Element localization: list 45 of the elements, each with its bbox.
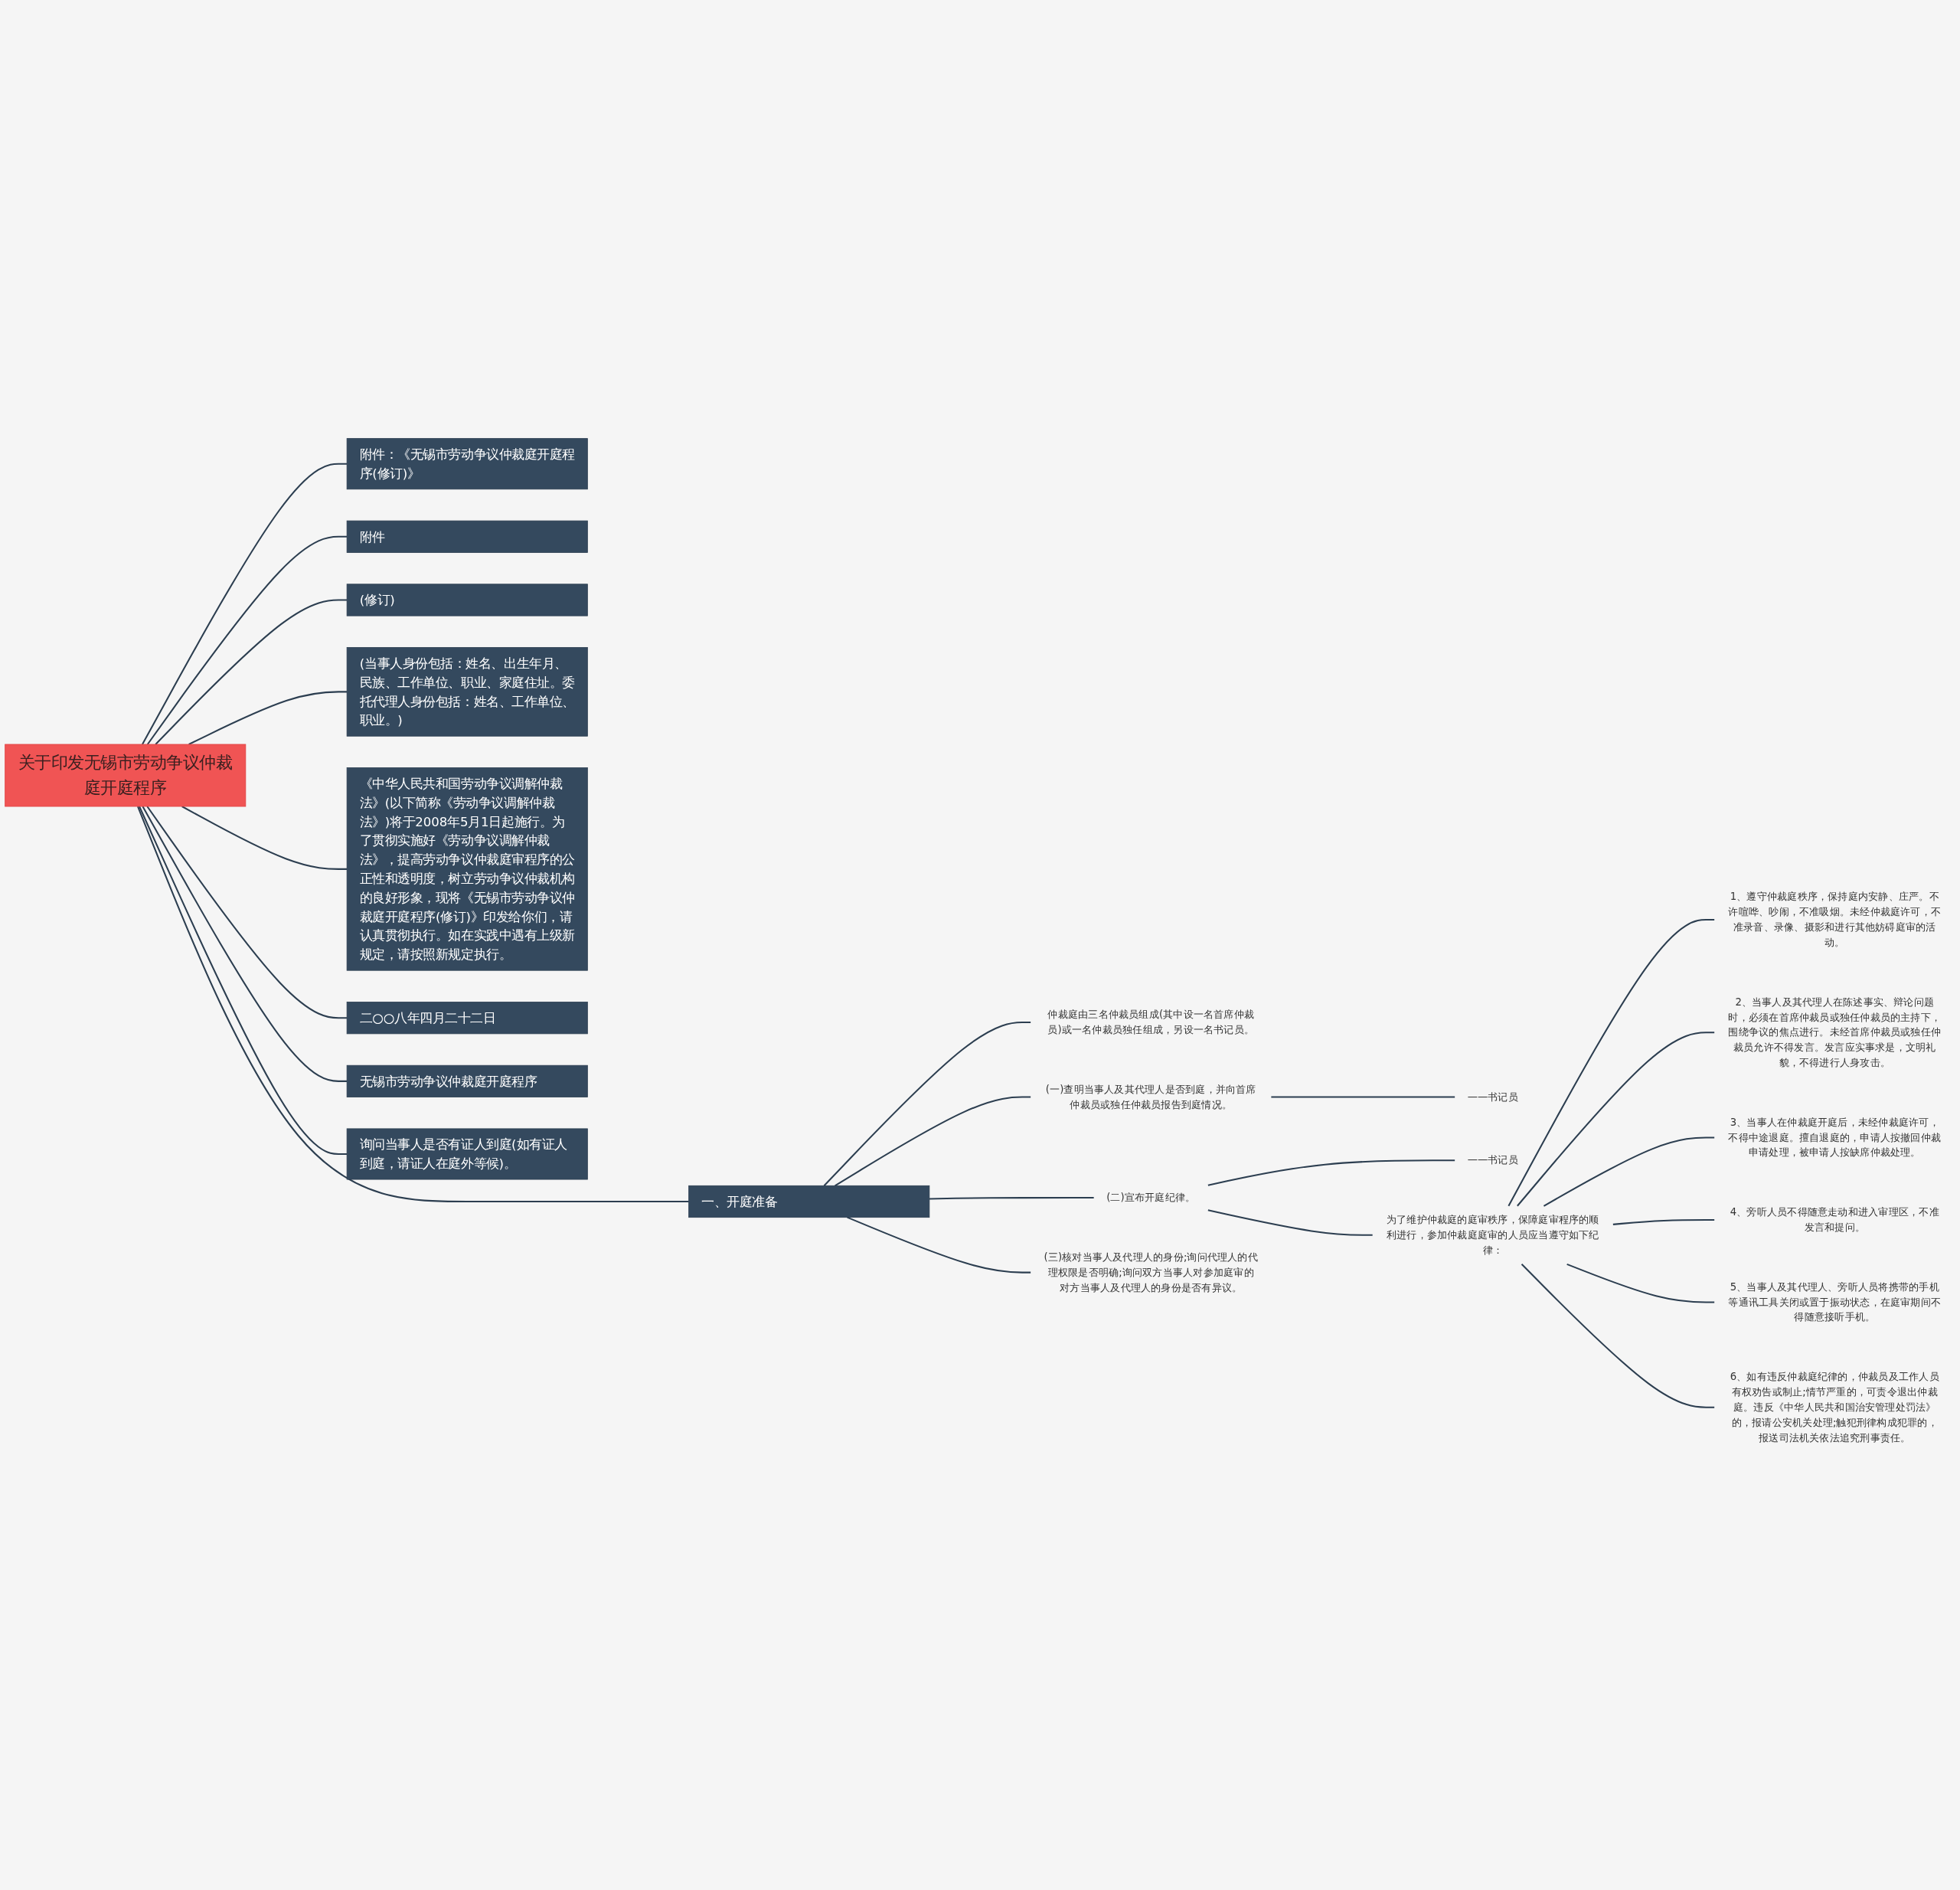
connector <box>1612 1218 1715 1225</box>
connector <box>1207 1209 1373 1236</box>
connector <box>146 535 348 745</box>
connector <box>929 1196 1094 1200</box>
node-box: 附件 <box>346 520 588 553</box>
connector <box>1517 1032 1715 1207</box>
connector <box>1543 1136 1715 1207</box>
node-box: 二○○八年四月二十二日 <box>346 1002 588 1035</box>
connector <box>142 463 348 745</box>
connector <box>1271 1096 1455 1098</box>
connector <box>1566 1263 1715 1303</box>
connector <box>139 806 348 1155</box>
connector <box>1508 918 1715 1207</box>
connector <box>142 806 348 1082</box>
node-text: ——书记员 <box>1467 1091 1518 1103</box>
connector <box>835 1096 1031 1187</box>
node-box: 关于印发无锡市劳动争议仲裁庭开庭程序 <box>5 744 247 807</box>
node-box: (当事人身份包括：姓名、出生年月、民族、工作单位、职业、家庭住址。委托代理人身份包括：姓名、工作单位、职业。) <box>346 646 588 737</box>
node-text: 3、当事人在仲裁庭开庭后，未经仲裁庭许可，不得中途退庭。擅自退庭的，申请人按撤回仲裁申请处理，被申请人按缺席仲裁处理。 <box>1728 1116 1942 1159</box>
connector <box>181 806 348 870</box>
connector <box>188 691 348 745</box>
node-text: 5、当事人及其代理人、旁听人员将携带的手机等通讯工具关闭或置于振动状态，在庭审期间不得随意接听手机。 <box>1728 1280 1942 1323</box>
connector <box>1207 1159 1455 1186</box>
node-text: (二)宣布开庭纪律。 <box>1106 1191 1196 1204</box>
node-box: 附件：《无锡市劳动争议仲裁庭开庭程序(修订)》 <box>346 438 588 490</box>
node-box: 一、开庭准备 <box>688 1185 930 1218</box>
node-text: 为了维护仲裁庭的庭审秩序，保障庭审程序的顺利进行，参加仲裁庭庭审的人员应当遵守如下纪律： <box>1386 1213 1599 1256</box>
node-text: (三)核对当事人及代理人的身份;询问代理人的代理权限是否明确;询问双方当事人对参加庭审的对方当事人及代理人的身份是否有异议。 <box>1044 1251 1258 1293</box>
node-box: 《中华人民共和国劳动争议调解仲裁法》(以下简称《劳动争议调解仲裁法》)将于2008年5月1日起施行。为了贯彻实施好《劳动争议调解仲裁法》，提高劳动争议仲裁庭审程序的公正性和透明度，树立劳动争议仲裁机构的良好形象，现将《无锡市劳动争议仲裁庭开庭程序(修订)》印发给你们，请认真贯彻执行。如在实践中遇有上级新规定，请按照新规定执行。 <box>346 767 588 971</box>
connector <box>146 806 348 1019</box>
node-box: (修订) <box>346 584 588 616</box>
node-text: 4、旁听人员不得随意走动和进入审理区，不准发言和提问。 <box>1730 1205 1939 1234</box>
node-text: 1、遵守仲裁庭秩序，保持庭内安静、庄严。不许喧哗、吵闹，不准吸烟。未经仲裁庭许可，不准录音、录像、摄影和进行其他妨碍庭审的活动。 <box>1728 890 1942 949</box>
node-box: 询问当事人是否有证人到庭(如有证人到庭，请证人在庭外等候)。 <box>346 1128 588 1180</box>
node-box: 无锡市劳动争议仲裁庭开庭程序 <box>346 1064 588 1097</box>
connector <box>155 599 348 745</box>
node-text: (一)查明当事人及其代理人是否到庭，并向首席仲裁员或独任仲裁员报告到庭情况。 <box>1045 1083 1256 1110</box>
connector <box>847 1216 1031 1274</box>
node-text: 6、如有违反仲裁庭纪律的，仲裁员及工作人员有权劝告或制止;情节严重的，可责令退出仲裁庭。违反《中华人民共和国治安管理处罚法》的，报请公安机关处理;触犯刑律构成犯罪的，报送司法机关依法追究刑事责任。 <box>1730 1370 1939 1444</box>
node-text: 仲裁庭由三名仲裁员组成(其中设一名首席仲裁员)或一名仲裁员独任组成，另设一名书记员。 <box>1047 1008 1255 1036</box>
connector <box>1521 1264 1715 1408</box>
connector <box>823 1021 1031 1186</box>
node-text: 2、当事人及其代理人在陈述事实、辩论问题时，必须在首席仲裁员或独任仲裁员的主持下，围绕争议的焦点进行。未经首席仲裁员或独任仲裁员允许不得发言。发言应实事求是，文明礼貌，不得进行人身攻击。 <box>1728 996 1942 1069</box>
node-text: ——书记员 <box>1467 1153 1518 1166</box>
connector <box>137 806 689 1202</box>
